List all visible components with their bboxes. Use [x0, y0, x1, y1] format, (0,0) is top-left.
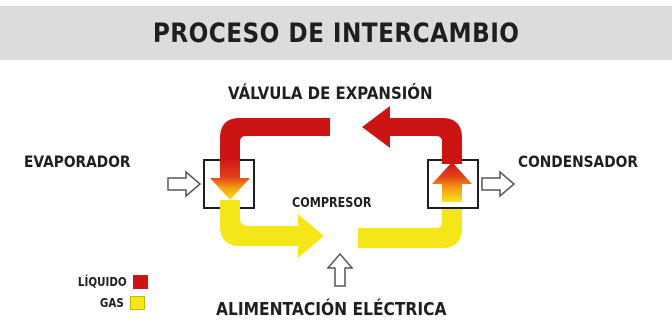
liquid-flow-top-right	[362, 106, 462, 164]
legend-label-liquid: LÍQUIDO	[77, 275, 127, 289]
legend-swatch-gas	[129, 296, 145, 310]
condenser-flow-arrow-icon	[432, 162, 472, 202]
liquid-flow-top-left	[220, 118, 330, 160]
gas-flow-bottom-right	[358, 200, 462, 248]
evaporator-flow-arrow-icon	[210, 158, 250, 200]
legend-item-liquid: LÍQUIDO	[70, 275, 148, 289]
evaporator-input-arrow-icon	[167, 170, 202, 198]
compressor-label: COMPRESOR	[292, 196, 372, 211]
legend-label-gas: GAS	[99, 296, 124, 310]
power-arrow-icon	[326, 252, 354, 287]
evaporator-label: EVAPORADOR	[24, 152, 131, 171]
title-bar: PROCESO DE INTERCAMBIO	[0, 6, 672, 60]
power-supply-label: ALIMENTACIÓN ELÉCTRICA	[216, 299, 447, 320]
diagram-title: PROCESO DE INTERCAMBIO	[152, 17, 520, 49]
condenser-output-arrow-icon	[481, 170, 516, 198]
expansion-valve-label: VÁLVULA DE EXPANSIÓN	[228, 84, 433, 104]
gas-flow-bottom-left	[220, 200, 324, 258]
condenser-label: CONDENSADOR	[518, 152, 638, 171]
legend-item-gas: GAS	[96, 296, 145, 310]
legend-swatch-liquid	[132, 275, 148, 289]
